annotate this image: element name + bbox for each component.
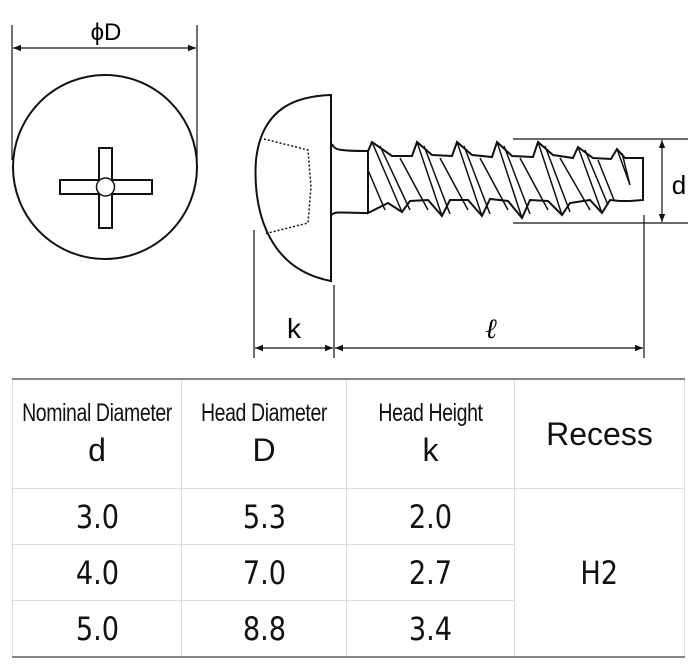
head-diameter-label: ϕD xyxy=(91,19,122,46)
head-height-label: k xyxy=(287,313,302,344)
thread-diameter-label: d xyxy=(672,170,686,200)
cell-head-diameter: 7.0 xyxy=(242,553,286,592)
cell-recess: H2 xyxy=(580,553,619,592)
phillips-recess-icon xyxy=(59,147,153,229)
cell-head-diameter: 8.8 xyxy=(242,609,286,648)
length-dimensions xyxy=(253,215,645,358)
cell-head-diameter: 5.3 xyxy=(242,497,286,536)
table-row: 4.0 7.0 2.7 xyxy=(12,544,685,601)
length-label: ℓ xyxy=(485,312,497,345)
cell-head-height: 2.7 xyxy=(408,553,453,592)
cell-nominal-diameter: 4.0 xyxy=(75,553,119,592)
screw-drawing: ϕD d k ℓ xyxy=(11,19,688,358)
screw-side-view xyxy=(254,93,644,283)
thread-diameter-dimension xyxy=(513,138,688,224)
head-diameter-dimension xyxy=(11,25,198,160)
cell-head-height: 3.4 xyxy=(408,609,453,648)
header-recess: Recess xyxy=(514,378,685,489)
table-row: 5.0 8.8 3.4 xyxy=(12,600,685,658)
cell-nominal-diameter: 5.0 xyxy=(75,609,119,648)
cell-head-height: 2.0 xyxy=(408,497,453,536)
table-row: 3.0 5.3 2.0 H2 xyxy=(12,488,685,658)
cell-nominal-diameter: 3.0 xyxy=(75,497,119,536)
head-top-view xyxy=(12,74,198,260)
